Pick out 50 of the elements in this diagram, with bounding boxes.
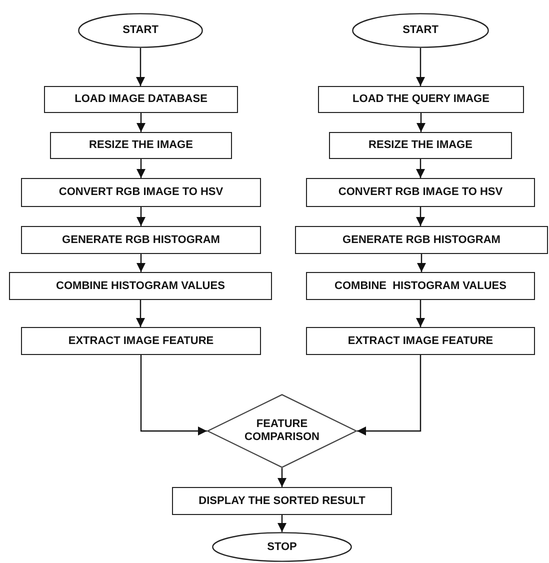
node-label: START [402,24,438,37]
process-box [318,86,524,113]
process-box [50,132,232,159]
node-label: RESIZE THE IMAGE [89,139,193,152]
process-box [9,272,272,300]
arrow [417,254,426,272]
node-label: RESIZE THE IMAGE [368,139,472,152]
node-label: EXTRACT IMAGE FEATURE [348,334,494,348]
process-box [306,272,535,300]
arrow [136,300,145,327]
terminal-ellipse [212,532,352,562]
node-label: EXTRACT IMAGE FEATURE [68,334,214,348]
process-box [21,226,261,254]
node-label: STOP [267,540,297,554]
process-box [21,178,261,207]
process-box [295,226,548,254]
node-label: LOAD THE QUERY IMAGE [352,93,490,106]
arrow [416,300,425,327]
arrow [416,113,426,132]
arrow [278,515,286,532]
node-label: COMBINE HISTOGRAM VALUES [56,280,225,292]
arrow [278,468,286,487]
process-box [21,327,261,355]
arrow [357,355,422,436]
arrow [416,159,425,178]
arrow [136,254,146,272]
node-label: CONVERT RGB IMAGE TO HSV [338,186,503,199]
arrow [136,113,146,132]
decision-diamond [207,394,357,468]
arrow [136,207,146,226]
node-label: FEATURE COMPARISON [244,418,320,444]
arrow [416,207,425,226]
arrow [140,355,207,436]
node-label: DISPLAY THE SORTED RESULT [198,494,366,508]
arrow [416,48,425,86]
arrow [136,159,146,178]
node-label: CONVERT RGB IMAGE TO HSV [58,186,224,199]
node-label: START [122,24,158,37]
node-label: GENERATE RGB HISTOGRAM [62,234,220,246]
node-label: GENERATE RGB HISTOGRAM [342,234,500,246]
node-label: LOAD IMAGE DATABASE [74,93,208,106]
process-box [306,178,535,207]
process-box [172,487,392,515]
terminal-ellipse [78,13,203,48]
process-box [306,327,535,355]
process-box [329,132,512,159]
terminal-ellipse [352,13,489,48]
process-box [44,86,238,113]
node-label: COMBINE HISTOGRAM VALUES [334,280,506,292]
arrow [136,48,145,86]
